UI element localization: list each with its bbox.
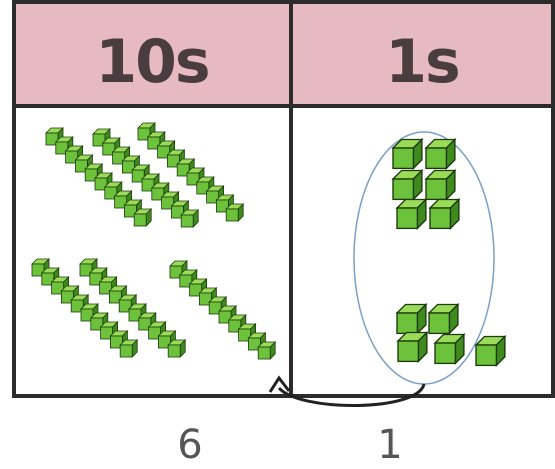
ones-cubes bbox=[391, 137, 507, 368]
ten-rod-icon bbox=[169, 260, 277, 360]
ten-rod-icon bbox=[92, 128, 200, 228]
tens-header-label: 10s bbox=[95, 27, 208, 97]
ten-rod-icon bbox=[137, 122, 245, 222]
unit-cube-icon bbox=[395, 302, 428, 336]
ones-header-cell bbox=[291, 2, 553, 106]
unit-cube-icon bbox=[424, 137, 457, 171]
ones-header-label: 1s bbox=[385, 27, 458, 97]
chart-grid bbox=[12, 0, 555, 398]
unit-cube-icon bbox=[427, 302, 460, 336]
unit-cube-icon bbox=[428, 197, 461, 231]
unit-cube-icon bbox=[395, 197, 428, 231]
unit-cube-icon bbox=[433, 332, 466, 366]
unit-cube-icon bbox=[391, 168, 424, 202]
tens-count: 6 bbox=[177, 422, 202, 468]
ten-rod-icon bbox=[79, 258, 187, 358]
unit-cube-icon bbox=[474, 334, 507, 368]
unit-cube-icon bbox=[424, 168, 457, 202]
tens-header-cell bbox=[14, 2, 291, 106]
unit-cube-icon bbox=[391, 137, 424, 171]
ten-rod-icon bbox=[31, 258, 139, 358]
ones-count: 1 bbox=[377, 422, 402, 468]
unit-cube-icon bbox=[396, 330, 429, 364]
regroup-arrow bbox=[268, 375, 426, 407]
tens-rods bbox=[31, 122, 277, 360]
ten-rod-icon bbox=[45, 127, 153, 227]
